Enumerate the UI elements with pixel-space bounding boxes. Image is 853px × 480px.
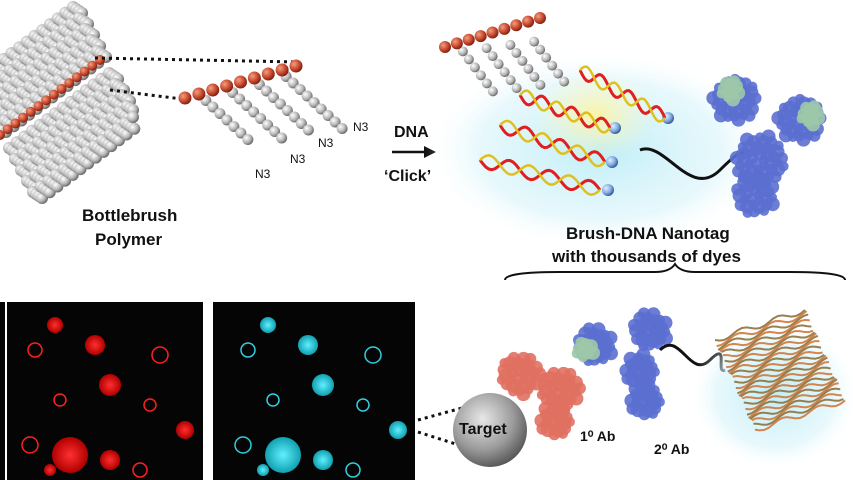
target-label: Target: [459, 421, 507, 438]
nanotag-title-line1: Brush-DNA Nanotag: [566, 224, 730, 243]
target-sphere: [453, 393, 527, 467]
azide-label-1: N3: [353, 120, 369, 134]
nanotag-title-line2: with thousands of dyes: [552, 247, 741, 266]
azide-label-4: N3: [255, 167, 271, 181]
microscopy-cyan-panel: [213, 302, 415, 480]
click-label: ‘Click’: [384, 168, 432, 185]
microscopy-red-panel: [0, 302, 203, 480]
secondary-antibody-label: 2⁰ Ab: [654, 441, 690, 457]
primary-antibody-label: 1⁰ Ab: [580, 428, 616, 444]
dna-brush-bundle: [690, 309, 853, 470]
zoom-lines: [94, 56, 299, 102]
bottlebrush-cluster: [0, 1, 141, 204]
curly-brace: [504, 262, 846, 281]
azide-label-3: N3: [290, 152, 306, 166]
secondary-antibody: [571, 307, 673, 421]
bottlebrush-label-line2: Polymer: [95, 230, 163, 249]
dna-label: DNA: [394, 124, 429, 141]
bottlebrush-label-line1: Bottlebrush: [82, 206, 178, 225]
nanotag-illustration: [425, 12, 827, 250]
brush-segment: [178, 59, 348, 145]
target-pointer-lines: [417, 406, 463, 448]
primary-antibody: [496, 351, 586, 441]
azide-label-2: N3: [318, 136, 334, 150]
